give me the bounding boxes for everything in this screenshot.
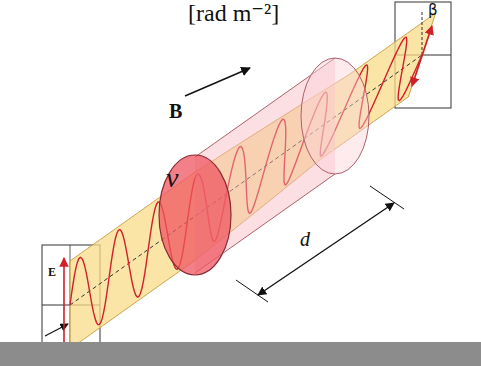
polarizer-frames [42,2,451,366]
length-symbol: d [300,228,310,250]
medium-symbol: ν [166,163,178,194]
angle-symbol: β [428,2,438,19]
field-symbol: B [169,100,182,122]
beam-axis [70,55,422,305]
dimension-arrows [45,68,404,336]
polarization-plane [70,13,436,349]
light-wave [70,37,422,324]
medium-cylinder [159,58,369,275]
bottom-bar [0,342,481,366]
field-vectors [64,10,432,352]
field-symbol: E [48,266,56,279]
unit-heading: [rad m⁻²] [188,0,279,26]
